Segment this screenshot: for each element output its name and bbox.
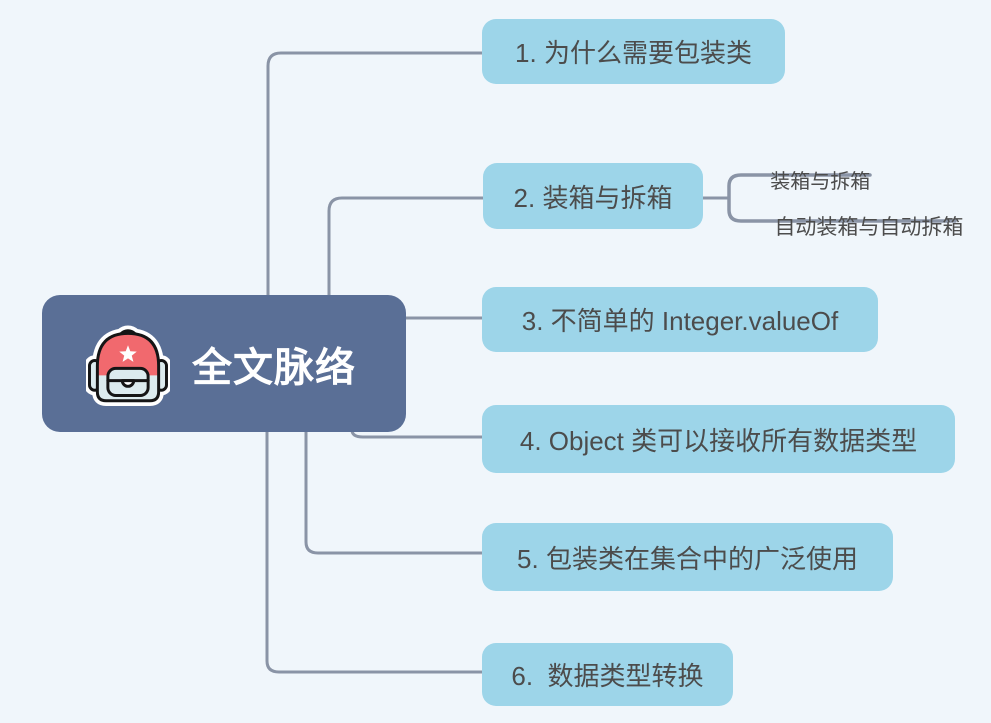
branch-node-2[interactable]: 2. 装箱与拆箱 [483, 163, 703, 229]
root-topic-label: 全文脉络 [192, 345, 356, 390]
branch-label-5: 5. 包装类在集合中的广泛使用 [517, 543, 858, 574]
branch-node-3[interactable]: 3. 不简单的 Integer.valueOf [482, 287, 878, 352]
branch-node-1[interactable]: 1. 为什么需要包装类 [482, 19, 785, 84]
connector-branch-6 [265, 429, 484, 674]
connector-branch-1 [266, 51, 484, 298]
backpack-icon [86, 325, 170, 406]
connector-branch-2 [327, 196, 485, 298]
branch-label-4: 4. Object 类可以接收所有数据类型 [519, 425, 918, 456]
subtopic-label-1: 装箱与拆箱 [770, 171, 871, 193]
branch-node-5[interactable]: 5. 包装类在集合中的广泛使用 [482, 523, 893, 591]
branch-label-3: 3. 不简单的 Integer.valueOf [521, 306, 839, 336]
subtopic-auto-boxing-unboxing[interactable]: 自动装箱与自动拆箱 [751, 187, 963, 265]
branch-label-1: 1. 为什么需要包装类 [515, 38, 752, 68]
branch-label-2: 2. 装箱与拆箱 [513, 182, 673, 213]
branch-label-6: 6. 数据类型转换 [511, 661, 704, 691]
subtopic-boxing-unboxing[interactable]: 装箱与拆箱 [748, 142, 870, 217]
root-topic[interactable]: 全文脉络 [42, 295, 406, 432]
branch-node-4[interactable]: 4. Object 类可以接收所有数据类型 [482, 405, 955, 473]
branch-node-6[interactable]: 6. 数据类型转换 [482, 643, 733, 706]
connector-branch-5 [304, 429, 484, 555]
subtopic-label-2: 自动装箱与自动拆箱 [774, 216, 964, 239]
connector-subtopics-bracket [727, 173, 957, 223]
